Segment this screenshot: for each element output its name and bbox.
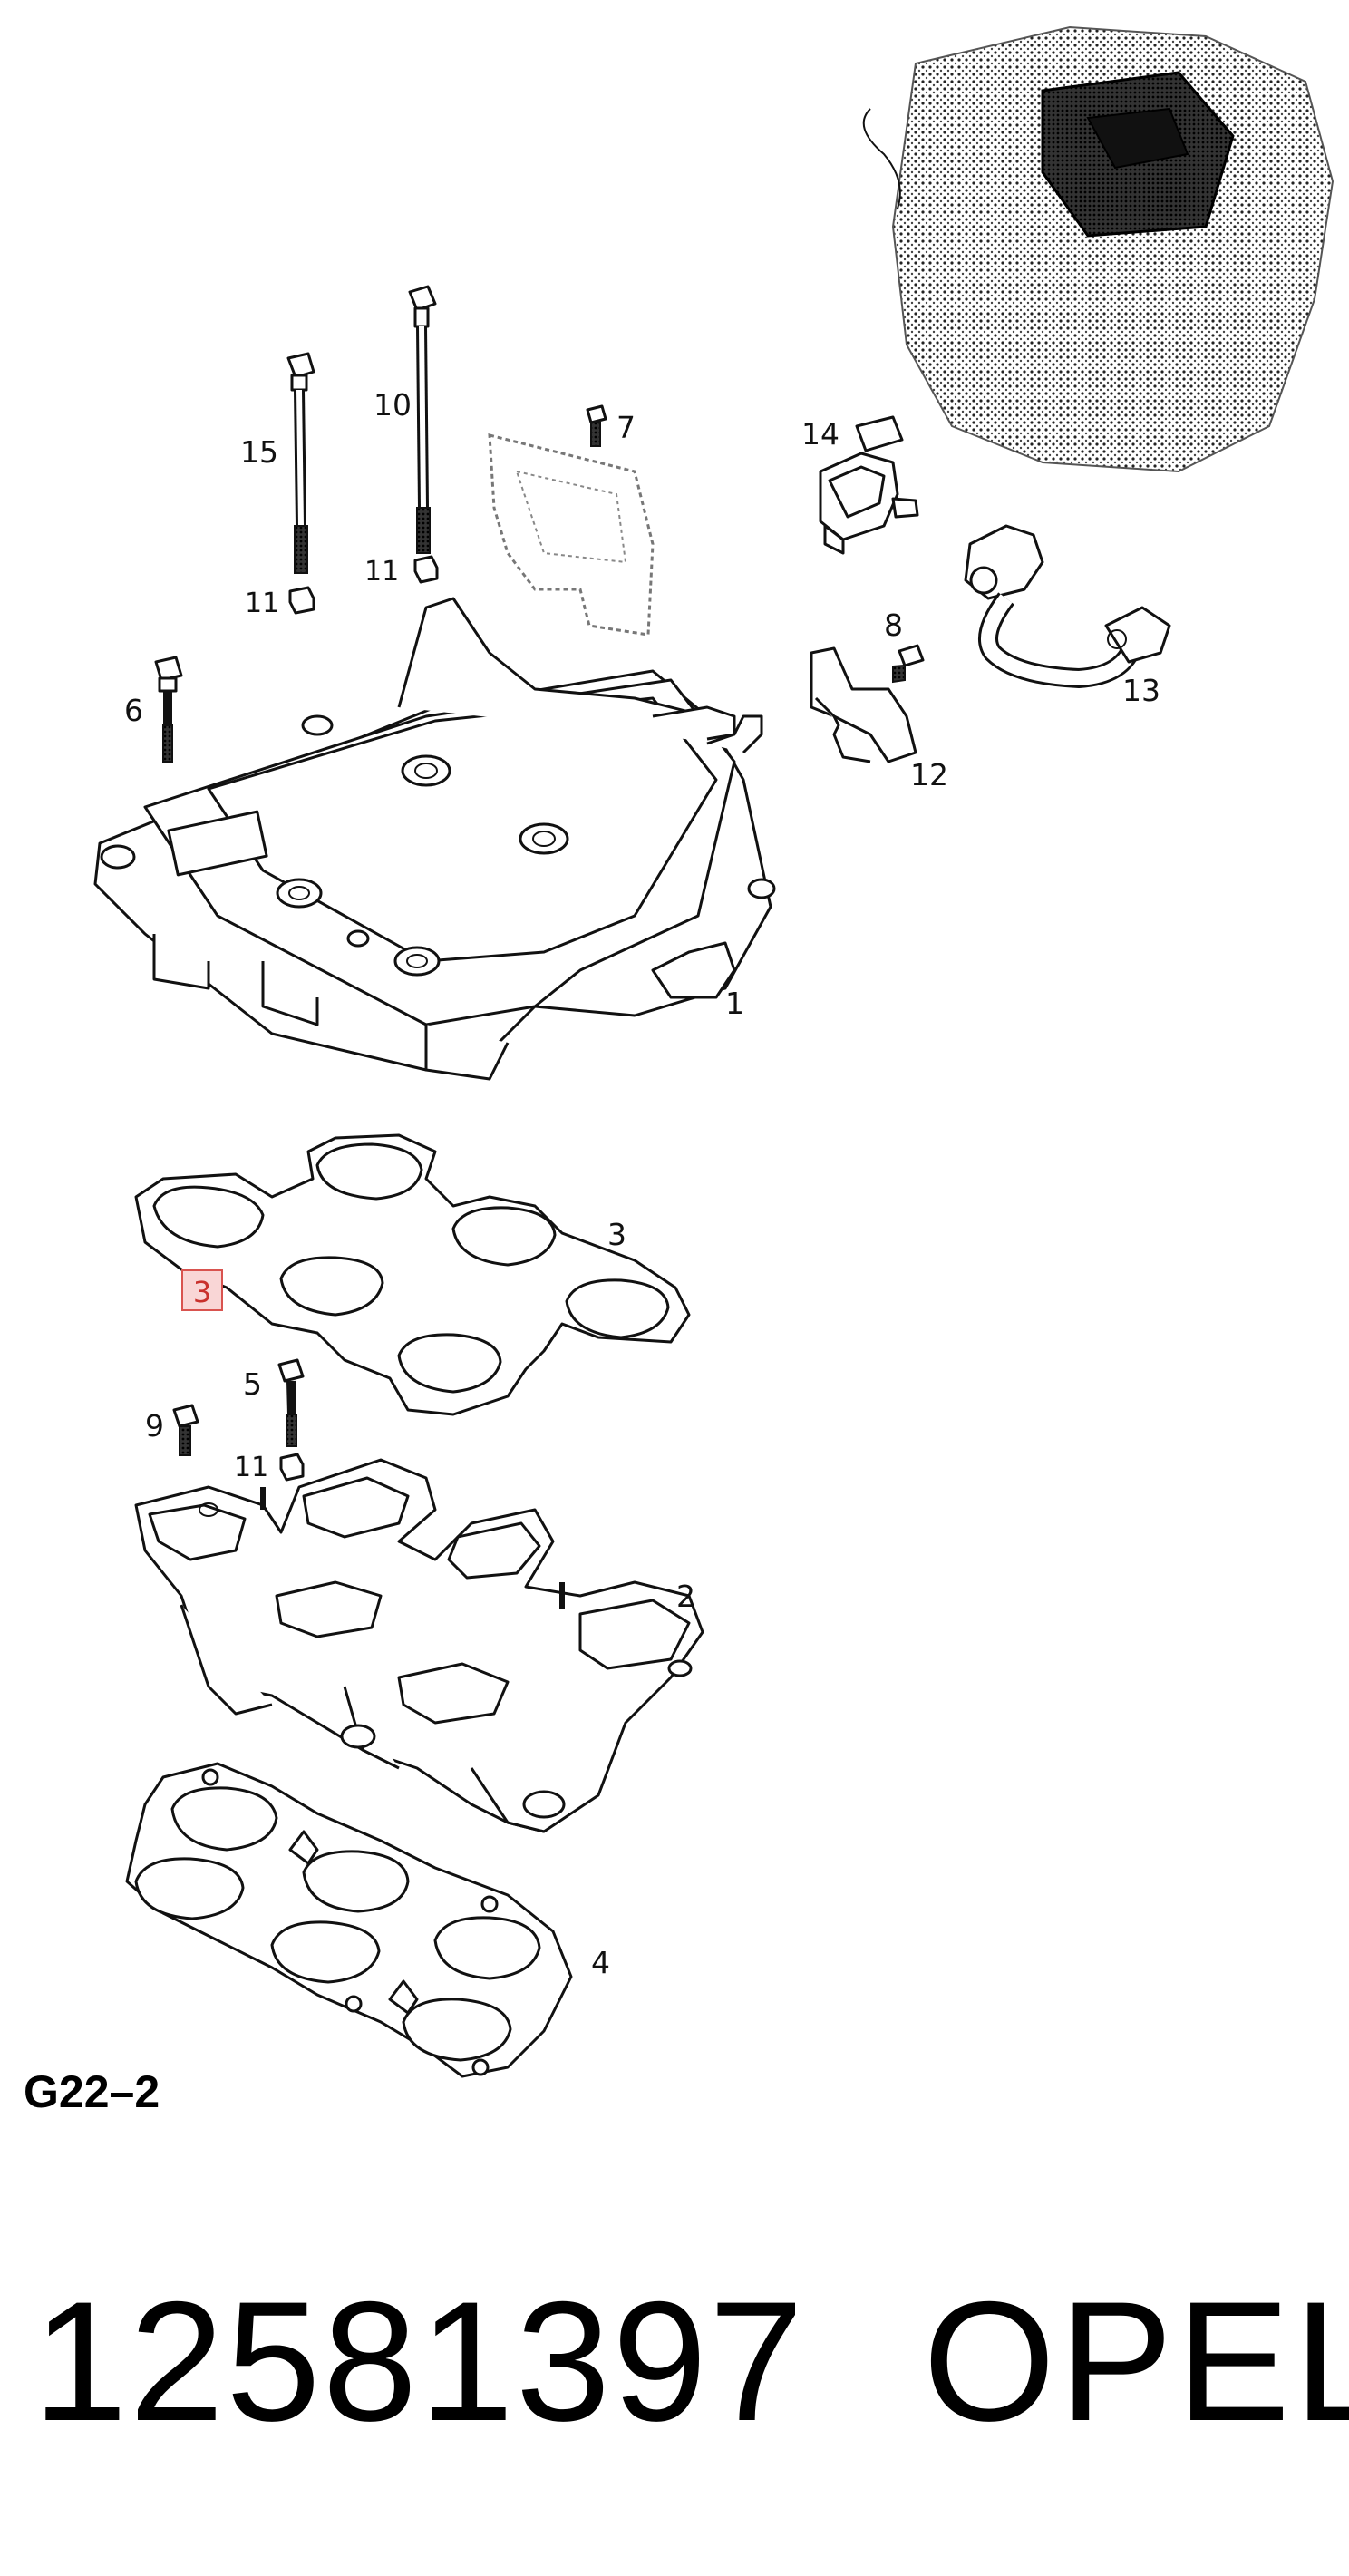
callout-15[interactable]: 15 [240,434,278,470]
bolt-long-15 [288,354,314,573]
lower-intake-manifold [136,1460,703,1832]
engine-locator-illustration [864,27,1333,471]
dotted-bracket-plate [490,435,653,635]
callout-1[interactable]: 1 [725,986,744,1021]
section-code: G22–2 [24,2066,160,2117]
callout-11-upper-mid[interactable]: 11 [364,556,400,588]
nut-11-upper-mid [415,557,437,582]
callout-8[interactable]: 8 [884,608,903,643]
bolt-8 [893,646,923,682]
callout-7[interactable]: 7 [616,410,636,445]
callout-3[interactable]: 3 [607,1217,626,1252]
part-number: 12581397 [33,2266,806,2456]
callout-13[interactable]: 13 [1122,673,1160,708]
gasket-4 [127,1764,571,2076]
gasket-3 [136,1135,689,1414]
callout-10[interactable]: 10 [374,387,412,423]
nut-11-upper-left [290,588,314,613]
bolt-6 [156,657,181,762]
callout-12[interactable]: 12 [910,757,948,792]
bracket-12 [811,648,916,762]
callout-9[interactable]: 9 [145,1408,164,1444]
purge-valve-hose-13 [966,526,1169,678]
callout-11-lower[interactable]: 11 [234,1452,269,1483]
pressure-sensor-14 [820,417,917,553]
exploded-parts-diagram [0,0,1349,2194]
callout-4[interactable]: 4 [591,1945,610,1980]
bolt-9 [174,1405,198,1455]
bolt-long-10 [410,287,435,553]
callout-2[interactable]: 2 [676,1579,695,1614]
callout-3-highlighted[interactable]: 3 [181,1269,223,1311]
bolt-5 [279,1360,303,1446]
callout-6[interactable]: 6 [124,693,143,728]
bolt-7 [587,406,606,446]
callout-14[interactable]: 14 [801,416,839,452]
nut-11-lower [281,1454,303,1480]
upper-intake-plenum [95,598,774,1079]
callout-5[interactable]: 5 [243,1366,262,1402]
callout-11-upper-left[interactable]: 11 [245,588,280,619]
brand-name: OPEL [923,2266,1349,2456]
